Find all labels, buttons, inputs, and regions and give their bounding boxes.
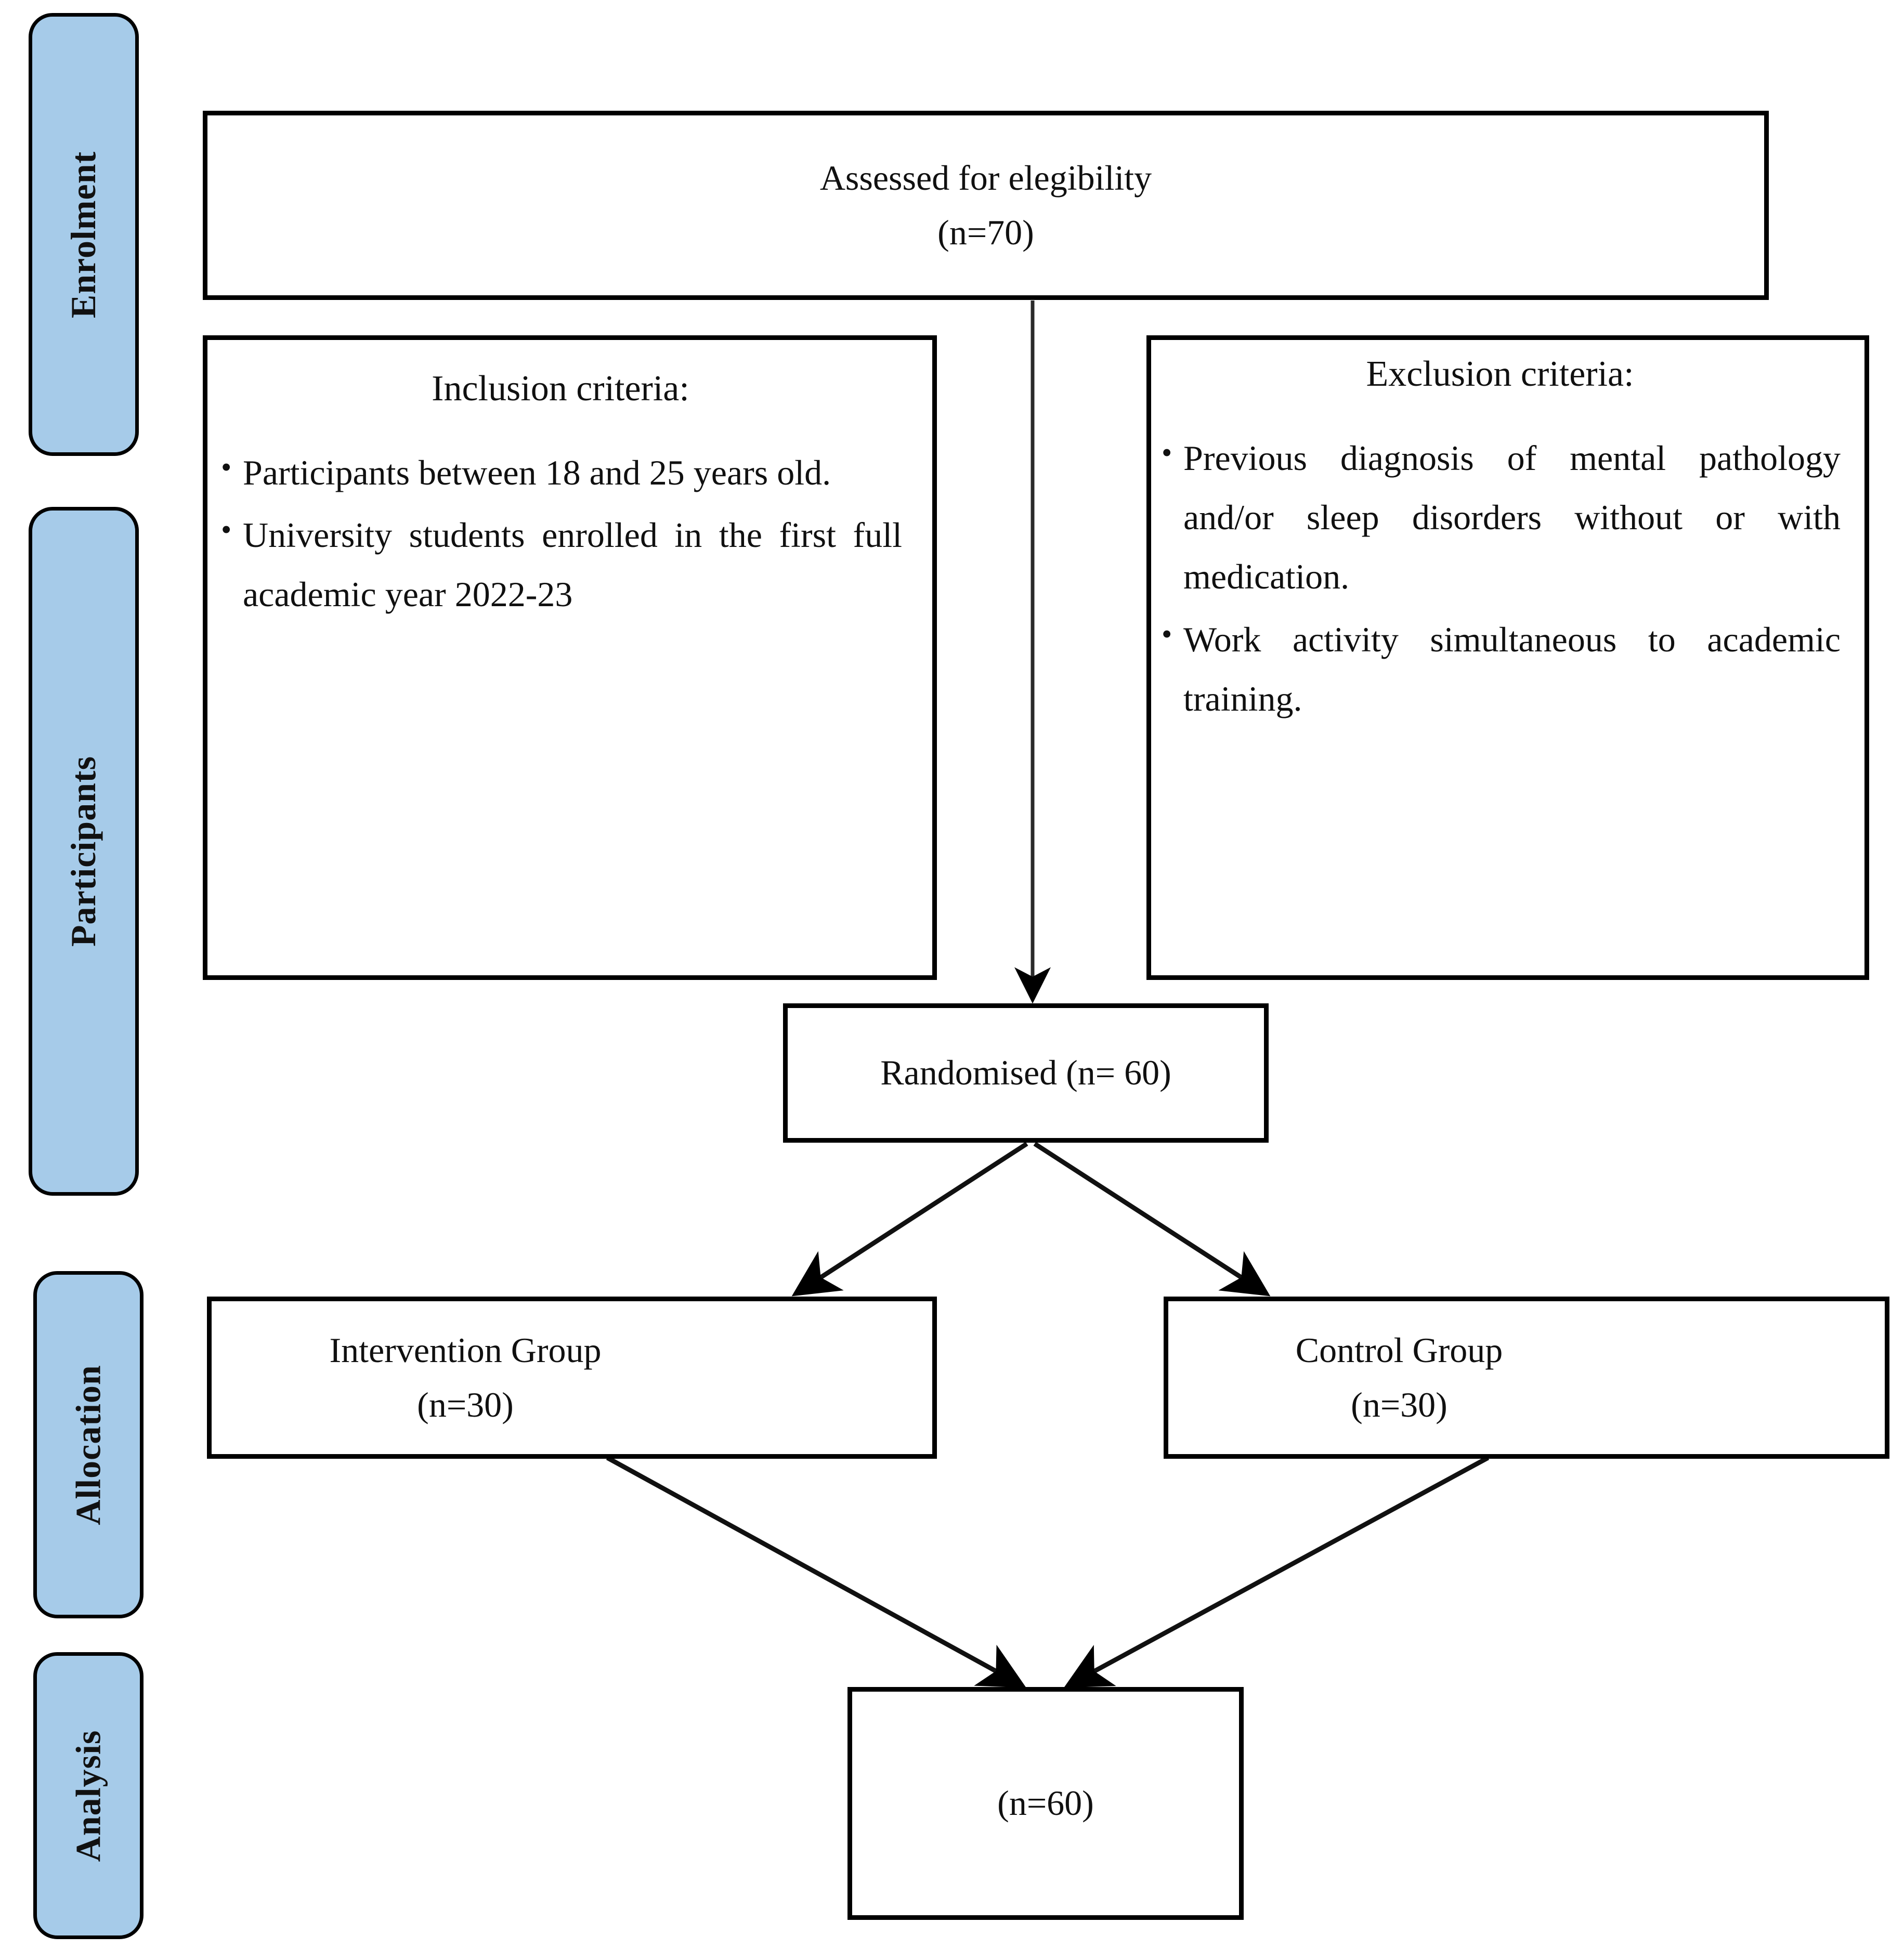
inclusion-criteria-list: Participants between 18 and 25 years old… [219,442,902,627]
intervention-group-title: Intervention Group [329,1330,602,1370]
exclusion-criteria-item: Work activity simultaneous to academic t… [1159,609,1841,728]
box-inclusion-criteria: Inclusion criteria: Participants between… [203,335,937,980]
analysis-count: (n=60) [997,1783,1094,1823]
arrow-intervention-to-analysis [606,1456,1026,1688]
stage-label-participants: Participants [63,755,103,947]
inclusion-heading: Inclusion criteria: [432,369,689,409]
stage-label-enrolment: Enrolment [63,151,103,318]
stage-label-allocation: Allocation [68,1364,108,1525]
stage-badge-participants: Participants [29,507,139,1196]
control-group-title: Control Group [1295,1330,1503,1370]
stage-label-analysis: Analysis [68,1730,108,1862]
assessed-title: Assessed for elegibility [819,158,1152,198]
stage-badge-enrolment: Enrolment [29,13,139,456]
control-group-count: (n=30) [1351,1385,1447,1424]
intervention-group-count: (n=30) [417,1385,514,1424]
arrow-control-to-analysis [1064,1456,1490,1688]
box-intervention-group: Intervention Group (n=30) [207,1297,937,1459]
stage-badge-analysis: Analysis [33,1652,144,1939]
exclusion-criteria-item: Previous diagnosis of mental pathology a… [1159,427,1841,607]
box-randomised: Randomised (n= 60) [783,1003,1269,1143]
exclusion-heading: Exclusion criteria: [1366,354,1634,394]
randomised-label: Randomised (n= 60) [880,1053,1171,1093]
stage-badge-allocation: Allocation [33,1271,144,1618]
box-control-group: Control Group (n=30) [1164,1297,1889,1459]
box-exclusion-criteria: Exclusion criteria: Previous diagnosis o… [1146,335,1869,980]
box-assessed-for-eligibility: Assessed for elegibility (n=70) [203,111,1769,300]
assessed-count: (n=70) [937,213,1034,252]
arrow-randomised-to-control [1033,1142,1271,1297]
inclusion-criteria-item: University students enrolled in the firs… [219,504,902,624]
exclusion-criteria-list: Previous diagnosis of mental pathology a… [1159,427,1841,731]
box-analysis-total: (n=60) [847,1687,1244,1920]
arrow-randomised-to-intervention [791,1142,1028,1297]
inclusion-criteria-item: Participants between 18 and 25 years old… [219,442,902,502]
